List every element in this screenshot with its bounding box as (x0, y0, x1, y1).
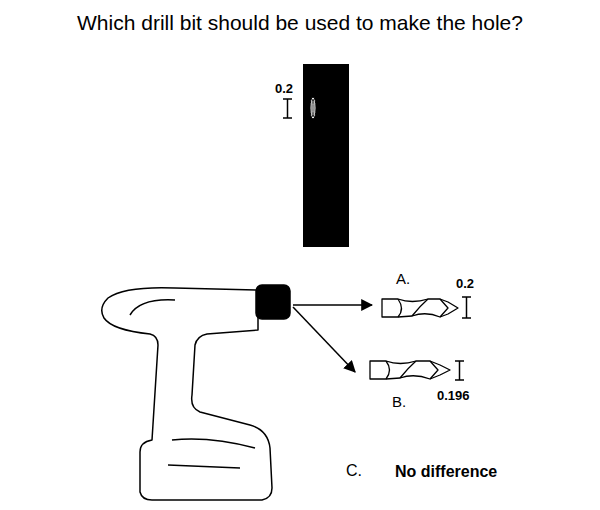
option-letter: C. (346, 463, 362, 479)
hole-dimension: 0.2 (275, 82, 293, 95)
drill-bit-a (382, 299, 458, 317)
bit-dimension: 0.2 (456, 277, 474, 290)
drill-bit-b (370, 361, 450, 379)
arrows (293, 305, 372, 372)
hole (310, 97, 316, 119)
hole-inner (312, 99, 314, 117)
drill (102, 285, 290, 500)
dimension-bracket (283, 99, 292, 118)
bit-dimension: 0.196 (437, 389, 470, 402)
workpiece-bar (303, 64, 349, 247)
dimension-bracket-a (462, 297, 471, 318)
option-letter: B. (392, 394, 406, 409)
option-text: No difference (395, 464, 497, 480)
option-letter: A. (396, 271, 410, 286)
dimension-bracket-b (455, 361, 464, 380)
title: Which drill bit should be used to make t… (77, 12, 523, 33)
